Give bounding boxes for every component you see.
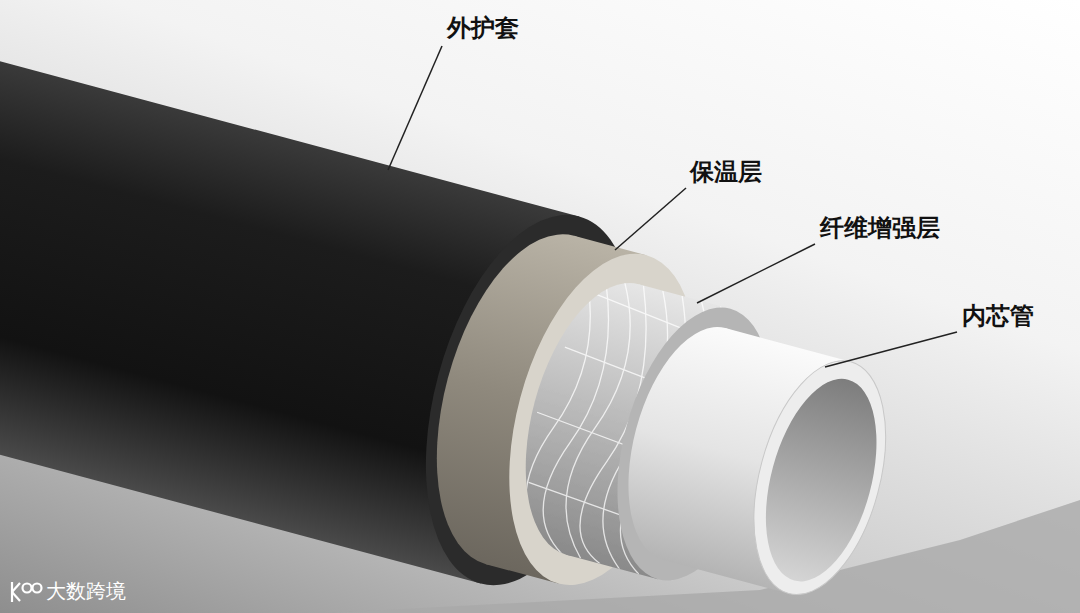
watermark-logo [12,582,42,602]
part-label: 内芯管 [962,302,1034,331]
part-label: 外护套 [447,14,519,43]
part-label: 纤维增强层 [820,214,940,243]
part-label: 保温层 [690,158,762,187]
leader-lines [388,46,957,367]
watermark-text: 大数跨境 [46,579,126,603]
